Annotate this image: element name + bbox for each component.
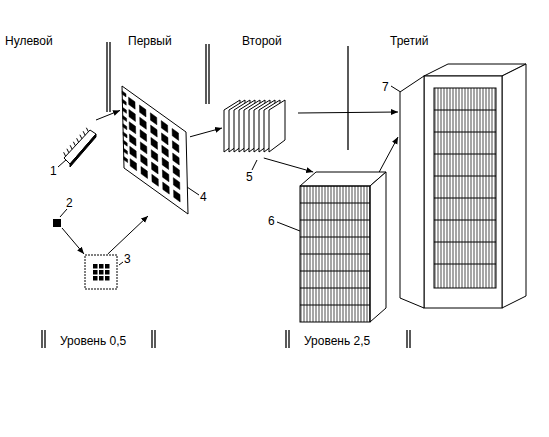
equipment-part: 2 [52, 218, 62, 228]
arrow-connector [379, 137, 398, 172]
arrow-connector [190, 128, 222, 137]
arrow-connector [108, 216, 148, 254]
equipment-part: 4 [120, 84, 190, 216]
arrow-connector [298, 112, 398, 113]
arrow-connector [62, 228, 84, 254]
callout-number: 1 [50, 164, 57, 178]
part-drawing [398, 62, 528, 312]
level-heading: Нулевой [5, 34, 53, 48]
callout-number: 7 [382, 80, 389, 94]
part-drawing [84, 254, 118, 290]
level-label: Уровень 0,5 [60, 334, 126, 348]
part-drawing [222, 98, 298, 158]
equipment-part: 1 [60, 120, 100, 168]
equipment-part: 5 [222, 98, 298, 158]
level-heading: Третий [390, 34, 429, 48]
level-heading: Второй [242, 34, 282, 48]
callout-number: 3 [124, 252, 131, 266]
arrow-connector [96, 110, 120, 120]
arrow-connector [264, 158, 313, 172]
part-drawing [300, 172, 388, 322]
part-drawing [120, 84, 190, 216]
callout-number: 6 [268, 214, 275, 228]
callout-number: 4 [200, 190, 207, 204]
callout-number: 5 [246, 170, 253, 184]
callout-number: 2 [66, 196, 73, 210]
part-drawing [60, 120, 100, 168]
level-heading: Первый [128, 34, 172, 48]
equipment-part: 6 [300, 172, 388, 322]
equipment-part: 3 [84, 254, 118, 290]
level-label: Уровень 2,5 [304, 334, 370, 348]
equipment-part: 7 [398, 62, 528, 312]
part-drawing [52, 218, 62, 228]
